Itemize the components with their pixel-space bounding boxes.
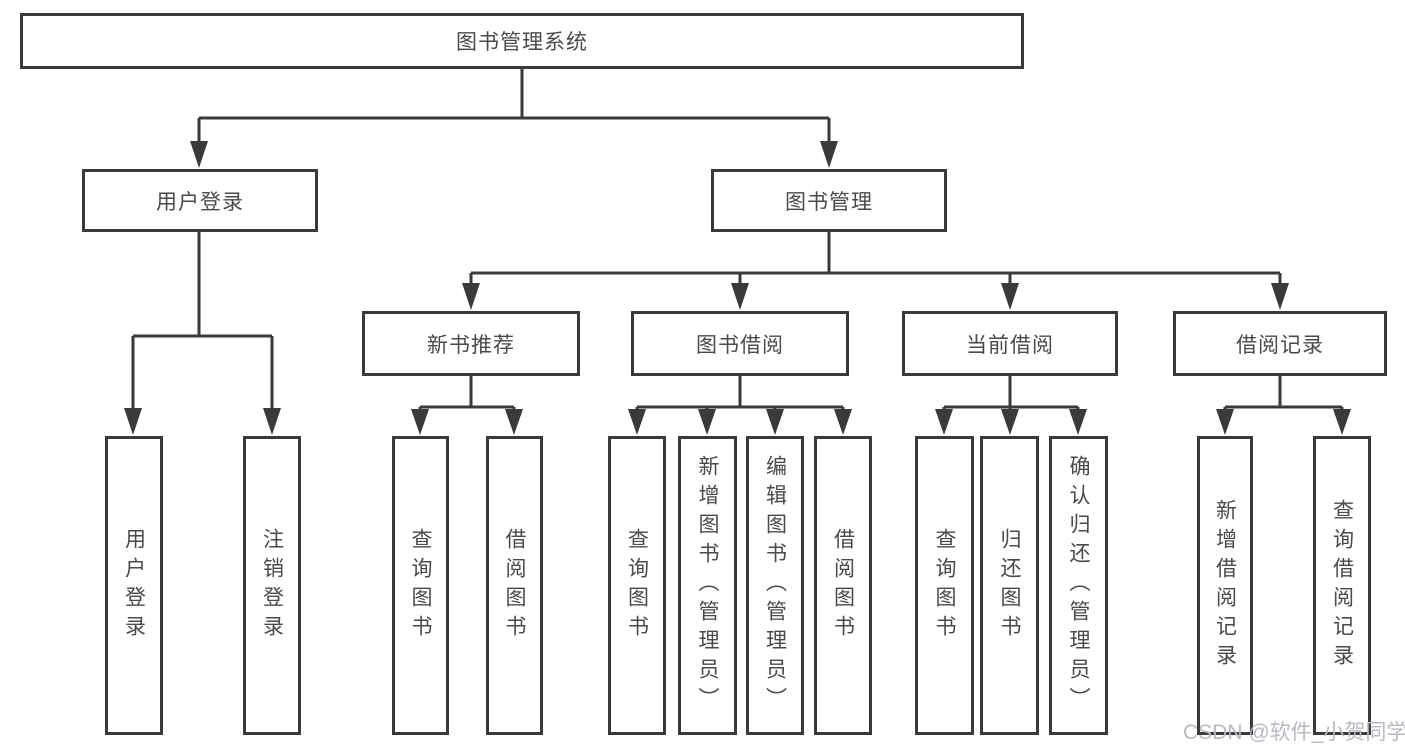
arrowheads [124,141,1351,435]
csdn-watermark: CSDN @软件_小贺同学 [1183,721,1405,744]
leaf-borrow-edit-books-admin-label: 编辑图书（管理员） [763,455,787,716]
leaf-record-query-borrow-record: 查询借阅记录 [1313,436,1371,735]
leaf-borrow-query-books-label: 查询图书 [625,527,649,644]
leaf-newrec-borrow-books: 借阅图书 [486,436,543,735]
leaf-borrow-borrow-books: 借阅图书 [814,436,872,735]
leaf-current-return-books-label: 归还图书 [998,527,1022,644]
leaf-newrec-query-books-label: 查询图书 [409,527,433,644]
node-borrow-record: 借阅记录 [1173,311,1387,376]
leaf-newrec-borrow-books-label: 借阅图书 [503,527,527,644]
leaf-record-query-borrow-record-label: 查询借阅记录 [1330,498,1354,673]
leaf-borrow-query-books: 查询图书 [608,436,666,735]
leaf-borrow-add-books-admin: 新增图书（管理员） [678,436,737,735]
leaf-current-return-books: 归还图书 [980,436,1039,735]
leaf-logout-label: 注销登录 [260,527,284,644]
leaf-newrec-query-books: 查询图书 [392,436,449,735]
leaf-record-add-borrow-record: 新增借阅记录 [1197,436,1253,735]
leaf-borrow-edit-books-admin: 编辑图书（管理员） [746,436,804,735]
leaf-current-query-books-label: 查询图书 [933,527,957,644]
leaf-current-query-books: 查询图书 [915,436,974,735]
leaf-user-login-label: 用户登录 [122,527,146,644]
node-user-login-branch: 用户登录 [82,169,318,232]
leaf-current-confirm-return-admin-label: 确认归还（管理员） [1067,455,1091,716]
leaf-logout: 注销登录 [243,436,301,735]
node-new-book-recommend: 新书推荐 [362,311,580,376]
leaf-record-add-borrow-record-label: 新增借阅记录 [1213,498,1237,673]
leaf-user-login: 用户登录 [105,436,163,735]
node-book-borrow: 图书借阅 [631,311,849,376]
node-current-borrow: 当前借阅 [902,311,1118,376]
node-book-management-branch: 图书管理 [711,169,947,232]
node-library-management-system: 图书管理系统 [20,13,1024,69]
leaf-current-confirm-return-admin: 确认归还（管理员） [1049,436,1108,735]
leaf-borrow-add-books-admin-label: 新增图书（管理员） [696,455,720,716]
leaf-borrow-borrow-books-label: 借阅图书 [831,527,855,644]
